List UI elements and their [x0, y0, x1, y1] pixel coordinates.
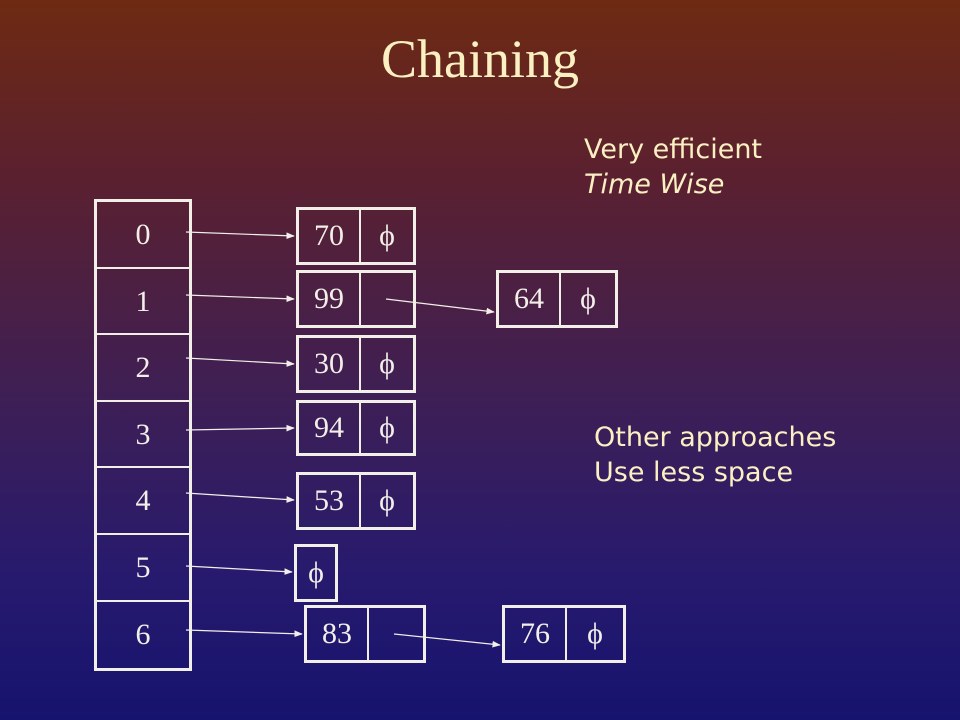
node-94: 94 ϕ: [296, 400, 416, 456]
node-null: ϕ: [294, 544, 338, 602]
node-53: 53 ϕ: [296, 472, 416, 530]
arrow-99-to-64: [385, 298, 495, 315]
arrow-slot-5: [185, 565, 293, 575]
note-line: Use less space: [594, 457, 794, 488]
note-line: Very efficient: [584, 134, 763, 165]
arrow-slot-1: [185, 294, 295, 303]
arrow-slot-3: [185, 424, 295, 432]
note-line: Other approaches: [594, 422, 837, 453]
note-efficiency: Very efficient Time Wise: [584, 132, 762, 202]
hash-slot-3: 3: [97, 402, 189, 469]
page-title: Chaining: [381, 29, 579, 89]
arrow-slot-2: [185, 357, 295, 367]
node-30: 30 ϕ: [296, 335, 416, 393]
node-99: 99: [296, 270, 416, 328]
arrow-slot-0: [185, 231, 295, 240]
arrow-slot-4: [185, 492, 295, 503]
arrow-slot-6: [185, 629, 303, 638]
note-line: Time Wise: [584, 169, 725, 200]
hash-slot-5: 5: [97, 535, 189, 602]
node-76: 76 ϕ: [502, 605, 626, 663]
hash-slot-4: 4: [97, 468, 189, 535]
arrow-83-to-76: [393, 633, 501, 648]
node-70: 70 ϕ: [296, 207, 416, 265]
hash-slot-6: 6: [135, 617, 151, 651]
hash-slot-1: 1: [97, 269, 189, 336]
node-83: 83: [304, 605, 426, 663]
note-space: Other approaches Use less space: [594, 420, 836, 490]
hash-table: 0 1 2 3 4 5 6: [94, 199, 192, 672]
hash-slot-2: 2: [97, 335, 189, 402]
hash-slot-0: 0: [97, 202, 189, 269]
node-64: 64 ϕ: [496, 270, 618, 328]
